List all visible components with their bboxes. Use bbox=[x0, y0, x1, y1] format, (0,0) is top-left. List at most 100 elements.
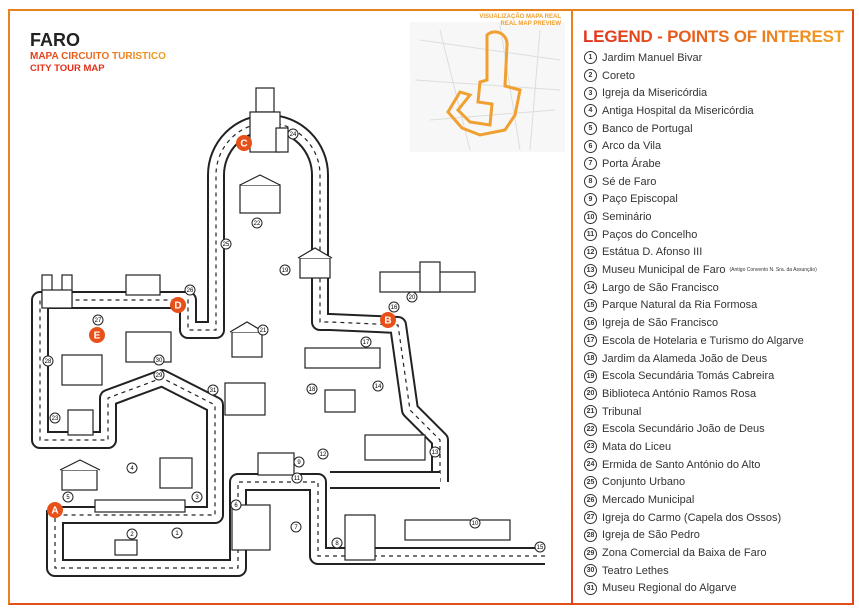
poi-number-icon: 8 bbox=[584, 175, 597, 189]
poi-marker-label: 8 bbox=[335, 541, 339, 547]
buildings bbox=[41, 87, 511, 561]
poi-number-icon: 19 bbox=[584, 369, 597, 383]
stop-marker-d[interactable] bbox=[170, 297, 186, 313]
poi-marker bbox=[171, 527, 183, 539]
poi-number-icon: 16 bbox=[584, 316, 597, 330]
stop-marker-a[interactable] bbox=[47, 502, 63, 518]
poi-marker bbox=[230, 499, 242, 511]
stop-marker-c[interactable] bbox=[236, 135, 252, 151]
legend-item-label: Arco da Vila bbox=[602, 140, 662, 153]
tower-icon bbox=[41, 274, 73, 309]
church-carmo-icon bbox=[61, 354, 103, 386]
stop-marker-label: B bbox=[384, 316, 391, 327]
poi-number-icon: 10 bbox=[584, 210, 597, 224]
bandstand-icon bbox=[114, 539, 138, 556]
poi-number-icon: 1 bbox=[584, 51, 597, 65]
legend-item-label: Museu Municipal de Faro bbox=[602, 264, 726, 277]
market-icon bbox=[125, 274, 161, 296]
cathedral-icon bbox=[344, 514, 376, 561]
poi-marker bbox=[220, 238, 232, 250]
seminary-icon bbox=[404, 519, 511, 541]
legend-item-label: Jardim da Alameda João de Deus bbox=[602, 352, 768, 365]
legend-item-label: Escola Secundária Tomás Cabreira bbox=[602, 370, 775, 383]
poi-number-icon: 24 bbox=[584, 458, 597, 472]
poi-marker bbox=[534, 541, 546, 553]
poi-marker-label: 2 bbox=[130, 532, 134, 538]
page-title: FARO bbox=[30, 30, 81, 50]
arch-icon bbox=[231, 504, 271, 551]
poi-marker-label: 20 bbox=[409, 295, 416, 301]
poi-marker bbox=[306, 383, 318, 395]
poi-marker bbox=[153, 369, 165, 381]
poi-number-icon: 11 bbox=[584, 228, 597, 242]
poi-marker-label: 10 bbox=[472, 521, 479, 527]
poi-marker-label: 14 bbox=[375, 384, 382, 390]
poi-marker bbox=[287, 128, 299, 140]
poi-marker bbox=[207, 384, 219, 396]
legend-item-label: Escola Secundário João de Deus bbox=[602, 423, 765, 436]
poi-marker bbox=[331, 537, 343, 549]
poi-marker-label: 30 bbox=[156, 358, 163, 364]
poi-marker bbox=[126, 462, 138, 474]
mini-map-caption-en: REAL MAP PREVIEW bbox=[500, 21, 561, 27]
council-icon bbox=[257, 452, 295, 476]
map-frame bbox=[8, 9, 854, 605]
tourist-train-icon bbox=[94, 499, 186, 513]
legend-title: LEGEND - POINTS OF INTEREST bbox=[583, 27, 844, 46]
poi-number-icon: 26 bbox=[584, 493, 597, 507]
legend-item-label: Mercado Municipal bbox=[602, 494, 695, 507]
legend-item-label: Igreja de São Pedro bbox=[602, 529, 700, 542]
church-icon bbox=[239, 174, 281, 214]
tribunal-icon bbox=[229, 321, 265, 358]
legend-item-label: Parque Natural da Ria Formosa bbox=[602, 299, 758, 312]
poi-number-icon: 7 bbox=[584, 157, 597, 171]
poi-number-icon: 12 bbox=[584, 245, 597, 259]
subtitle-en: CITY TOUR MAP bbox=[30, 63, 105, 74]
stop-marker-e[interactable] bbox=[89, 327, 105, 343]
legend-item-note: (Antigo Convento N. Sra. da Assunção) bbox=[729, 267, 817, 274]
poi-marker bbox=[429, 446, 441, 458]
legend-item-label: Igreja do Carmo (Capela dos Ossos) bbox=[602, 511, 782, 524]
church-misericordia-icon bbox=[159, 457, 193, 489]
poi-marker-label: 28 bbox=[45, 359, 52, 365]
legend-item-label: Sé de Faro bbox=[602, 175, 657, 188]
legend-item-label: Porta Árabe bbox=[602, 157, 661, 170]
convent-icon bbox=[379, 261, 476, 293]
poi-number-icon: 21 bbox=[584, 405, 597, 419]
poi-number-icon: 13 bbox=[584, 263, 597, 277]
legend-item-label: Tribunal bbox=[602, 405, 642, 418]
poi-marker-label: 18 bbox=[309, 387, 316, 393]
poi-marker-label: 24 bbox=[290, 132, 297, 138]
mini-map bbox=[410, 22, 565, 152]
poi-marker-label: 12 bbox=[320, 452, 327, 458]
hospital-icon bbox=[125, 331, 172, 363]
poi-number-icon: 14 bbox=[584, 281, 597, 295]
poi-marker bbox=[251, 217, 263, 229]
poi-marker bbox=[92, 314, 104, 326]
poi-number-icon: 31 bbox=[584, 581, 597, 595]
bank-icon bbox=[59, 459, 101, 491]
stop-marker-b[interactable] bbox=[380, 312, 396, 328]
poi-marker-label: 16 bbox=[391, 305, 398, 311]
poi-marker bbox=[372, 380, 384, 392]
legend-item-label: Seminário bbox=[602, 211, 652, 224]
legend-item: 7 Porta Árabe bbox=[584, 155, 817, 173]
poi-number-icon: 30 bbox=[584, 564, 597, 578]
legend-item: 26 Mercado Municipal bbox=[584, 491, 817, 509]
poi-marker-label: 13 bbox=[432, 450, 439, 456]
legend-item-label: Estátua D. Afonso III bbox=[602, 246, 703, 259]
legend-item-label: Zona Comercial da Baixa de Faro bbox=[602, 547, 767, 560]
museum-icon bbox=[224, 382, 266, 416]
legend-item-label: Mata do Liceu bbox=[602, 440, 672, 453]
